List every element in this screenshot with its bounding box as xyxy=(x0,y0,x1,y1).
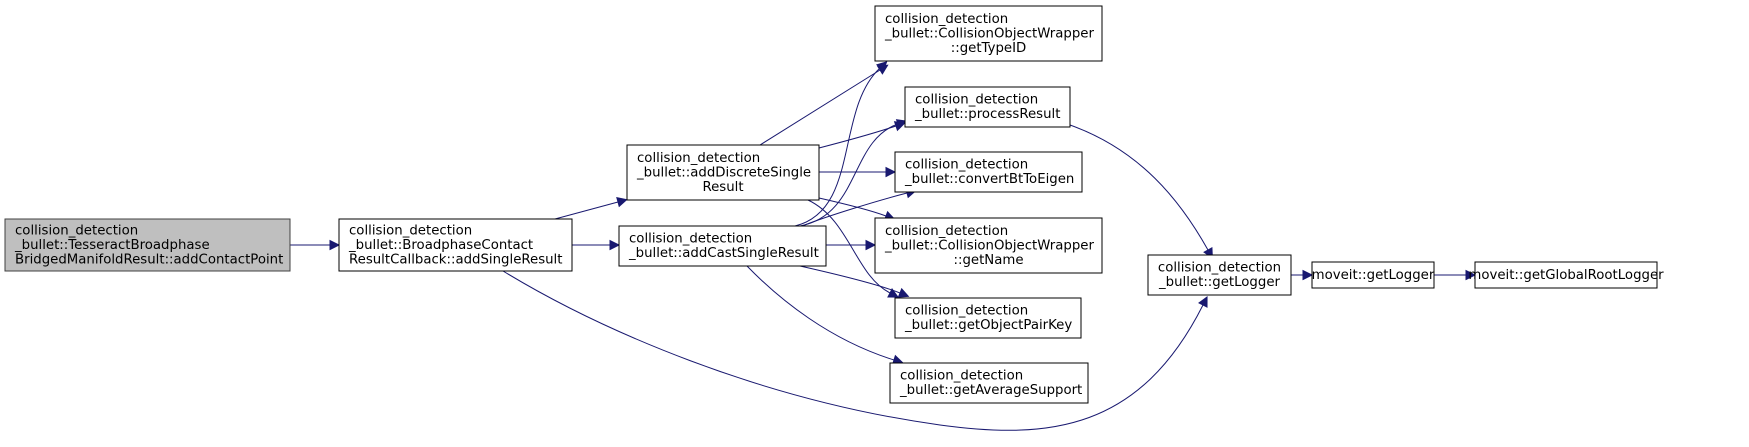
edges-layer xyxy=(290,61,1477,431)
arrowhead-icon xyxy=(876,61,888,73)
arrowhead-icon xyxy=(1198,295,1208,308)
node-moveitGetLogger[interactable]: moveit::getLogger xyxy=(1311,261,1435,289)
edge-addDiscreteSingleResult-to-convertBtToEigen xyxy=(819,166,897,178)
node-convertBtToEigen[interactable]: collision_detection_bullet::convertBtToE… xyxy=(894,151,1083,193)
edge-line xyxy=(799,265,901,294)
arrowhead-icon xyxy=(865,239,877,251)
arrowhead-icon xyxy=(616,197,628,208)
node-label-line: _bullet::BroadphaseContact xyxy=(348,238,533,253)
node-label-line: collision_detection xyxy=(637,151,760,166)
node-label-line: collision_detection xyxy=(900,369,1023,384)
node-label-line: ::getTypeID xyxy=(951,41,1027,56)
edge-addDiscreteSingleResult-to-getTypeID xyxy=(759,64,889,146)
edge-addSingleResult-to-bulletGetLogger xyxy=(502,270,1208,431)
node-box xyxy=(338,218,573,272)
edge-addContactPoint-to-addSingleResult xyxy=(290,239,341,251)
node-processResult[interactable]: collision_detection_bullet::processResul… xyxy=(904,86,1071,128)
node-label-line: collision_detection xyxy=(905,158,1028,173)
node-label-line: collision_detection xyxy=(905,304,1028,319)
node-label-line: _bullet::TesseractBroadphase xyxy=(14,238,210,253)
node-addDiscreteSingleResult[interactable]: collision_detection_bullet::addDiscreteS… xyxy=(626,144,820,201)
arrowhead-icon xyxy=(895,119,908,130)
node-label-line: _bullet::addDiscreteSingle xyxy=(636,165,811,180)
node-box xyxy=(894,151,1083,193)
edge-line xyxy=(746,265,895,361)
edge-line xyxy=(759,69,881,146)
node-label-line: _bullet::CollisionObjectWrapper xyxy=(884,238,1094,253)
arrowhead-icon xyxy=(885,166,897,178)
edge-line xyxy=(502,270,1204,431)
node-box xyxy=(626,144,820,201)
edge-line xyxy=(554,201,619,220)
arrowhead-icon xyxy=(1465,269,1477,281)
node-label-line: moveit::getGlobalRootLogger xyxy=(1468,268,1664,283)
node-box xyxy=(1147,254,1292,296)
node-box xyxy=(874,5,1103,62)
edge-addSingleResult-to-addCastSingleResult xyxy=(572,239,621,251)
edge-bulletGetLogger-to-moveitGetLogger xyxy=(1291,269,1314,281)
node-box xyxy=(874,217,1103,274)
node-getAverageSupport[interactable]: collision_detection_bullet::getAverageSu… xyxy=(889,362,1089,404)
node-box xyxy=(889,362,1089,404)
arrowhead-icon xyxy=(897,287,910,298)
arrowhead-icon xyxy=(609,239,621,251)
node-label-line: _bullet::getAverageSupport xyxy=(899,383,1082,398)
arrowhead-icon xyxy=(1302,269,1314,281)
arrowhead-icon xyxy=(887,288,899,298)
node-label-line: collision_detection xyxy=(629,232,752,247)
node-getObjectPairKey[interactable]: collision_detection_bullet::getObjectPai… xyxy=(894,297,1082,339)
node-label-line: _bullet::processResult xyxy=(914,107,1060,122)
node-box xyxy=(1311,261,1435,289)
node-label-line: moveit::getLogger xyxy=(1312,268,1435,283)
node-label-line: collision_detection xyxy=(885,12,1008,27)
edge-line xyxy=(794,67,881,227)
arrowhead-icon xyxy=(329,239,341,251)
node-label-line: _bullet::getLogger xyxy=(1158,275,1280,290)
node-getName[interactable]: collision_detection_bullet::CollisionObj… xyxy=(874,217,1103,274)
node-label-line: BridgedManifoldResult::addContactPoint xyxy=(15,252,283,267)
edge-line xyxy=(818,125,897,149)
node-box xyxy=(618,225,827,267)
node-label-line: collision_detection xyxy=(349,223,472,238)
edge-addDiscreteSingleResult-to-processResult xyxy=(818,121,906,149)
edge-addCastSingleResult-to-getTypeID xyxy=(794,61,888,227)
node-label-line: ResultCallback::addSingleResult xyxy=(349,252,562,267)
edge-addCastSingleResult-to-getAverageSupport xyxy=(746,265,904,365)
node-box xyxy=(4,218,291,272)
node-addSingleResult[interactable]: collision_detection_bullet::BroadphaseCo… xyxy=(338,218,573,272)
node-box xyxy=(1474,261,1658,289)
node-label-line: collision_detection xyxy=(915,93,1038,108)
node-label-line: _bullet::getObjectPairKey xyxy=(904,318,1072,333)
node-label-line: collision_detection xyxy=(1158,261,1281,276)
edge-moveitGetLogger-to-getGlobalRootLogger xyxy=(1434,269,1477,281)
edge-line xyxy=(1069,124,1209,251)
node-addContactPoint: collision_detection_bullet::TesseractBro… xyxy=(4,218,291,272)
node-label-line: collision_detection xyxy=(15,223,138,238)
node-label-line: _bullet::addCastSingleResult xyxy=(628,246,819,261)
node-box xyxy=(904,86,1071,128)
edge-addCastSingleResult-to-getObjectPairKey xyxy=(799,265,910,298)
edge-line xyxy=(801,192,908,227)
node-addCastSingleResult[interactable]: collision_detection_bullet::addCastSingl… xyxy=(618,225,827,267)
node-getGlobalRootLogger[interactable]: moveit::getGlobalRootLogger xyxy=(1468,261,1664,289)
edge-addSingleResult-to-addDiscreteSingleResult xyxy=(554,197,628,220)
node-label-line: _bullet::convertBtToEigen xyxy=(904,172,1074,187)
edge-addCastSingleResult-to-getName xyxy=(826,239,877,251)
node-label-line: Result xyxy=(702,180,743,195)
node-label-line: ::getName xyxy=(953,253,1023,268)
node-label-line: collision_detection xyxy=(885,224,1008,239)
node-box xyxy=(894,297,1082,339)
node-label-line: _bullet::CollisionObjectWrapper xyxy=(884,26,1094,41)
node-bulletGetLogger[interactable]: collision_detection_bullet::getLogger xyxy=(1147,254,1292,296)
node-getTypeID[interactable]: collision_detection_bullet::CollisionObj… xyxy=(874,5,1103,62)
nodes-layer: collision_detection_bullet::TesseractBro… xyxy=(4,5,1664,404)
